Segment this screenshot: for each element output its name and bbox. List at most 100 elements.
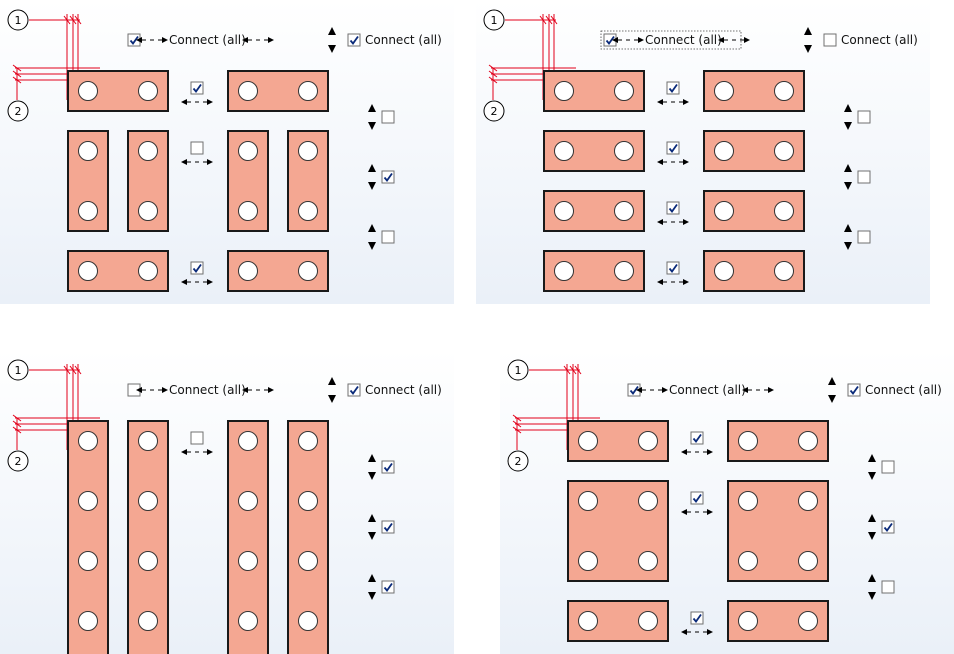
connect-checkbox[interactable] [381, 460, 395, 474]
checkbox-box[interactable] [381, 230, 395, 244]
checkbox-box[interactable] [881, 460, 895, 474]
checkbox-box[interactable] [347, 383, 361, 397]
connect-checkbox[interactable] [881, 580, 895, 594]
checkbox-box[interactable] [381, 520, 395, 534]
bolt-hole [638, 431, 658, 451]
vertical-connect-arrows-icon [844, 224, 852, 250]
checkbox-box[interactable] [690, 491, 704, 505]
grid-line [12, 70, 22, 78]
connect-checkbox[interactable] [600, 30, 742, 50]
connect-checkbox[interactable] [381, 580, 395, 594]
checkmark-icon [883, 522, 893, 532]
checkbox-box[interactable] [857, 110, 871, 124]
checkbox-box[interactable] [666, 261, 680, 275]
horizontal-connect-arrows-icon [657, 219, 689, 225]
connect-checkbox[interactable] [857, 230, 871, 244]
down-arrow-icon [844, 122, 852, 130]
bolt-hole [138, 491, 158, 511]
bolt-hole [798, 611, 818, 631]
connect-checkbox[interactable] [190, 81, 204, 95]
checkbox-box[interactable] [666, 141, 680, 155]
connect-checkbox[interactable] [690, 491, 704, 505]
bolt-hole [774, 81, 794, 101]
checkbox-box[interactable] [190, 141, 204, 155]
checkbox-box[interactable] [690, 611, 704, 625]
grid-line [69, 365, 77, 375]
right-arrow-icon [707, 629, 713, 635]
connect-checkbox[interactable] [881, 520, 895, 534]
horizontal-connect-arrows-icon [242, 37, 274, 43]
grid-marker-label: 2 [15, 455, 22, 468]
connect-checkbox[interactable] [666, 201, 680, 215]
horizontal-connect-arrows-icon [681, 509, 713, 515]
connect-checkbox[interactable] [627, 383, 641, 397]
grid-line [12, 64, 22, 72]
connect-checkbox[interactable] [666, 81, 680, 95]
grid-axes: 12 [7, 9, 100, 122]
connect-checkbox[interactable] [381, 170, 395, 184]
right-arrow-icon [768, 387, 774, 393]
left-arrow-icon [681, 629, 687, 635]
connect-checkbox[interactable] [690, 431, 704, 445]
up-arrow-icon [328, 27, 336, 35]
checkbox-box[interactable] [881, 520, 895, 534]
up-arrow-icon [868, 454, 876, 462]
checkbox-box[interactable] [381, 460, 395, 474]
checkbox-box[interactable] [381, 170, 395, 184]
checkbox-box[interactable] [190, 261, 204, 275]
steel-plate [567, 600, 669, 642]
checkbox-box[interactable] [347, 33, 361, 47]
connect-checkbox[interactable] [381, 230, 395, 244]
checkbox-box[interactable] [381, 580, 395, 594]
checkbox-box[interactable] [823, 33, 837, 47]
checkmark-icon [668, 143, 678, 153]
connect-checkbox[interactable] [381, 520, 395, 534]
connect-all-label: Connect (all) [645, 33, 722, 47]
connect-checkbox[interactable] [690, 611, 704, 625]
left-arrow-icon [657, 219, 663, 225]
bolt-hole [138, 261, 158, 281]
checkbox-box[interactable] [666, 81, 680, 95]
checkmark-icon [692, 493, 702, 503]
connect-checkbox[interactable] [857, 170, 871, 184]
right-arrow-icon [683, 219, 689, 225]
left-arrow-icon [136, 37, 142, 43]
connect-checkbox[interactable] [823, 33, 837, 47]
connect-checkbox[interactable] [127, 33, 141, 47]
checkbox-box[interactable] [881, 580, 895, 594]
connect-checkbox[interactable] [666, 261, 680, 275]
connect-checkbox[interactable] [881, 460, 895, 474]
bolt-hole [714, 141, 734, 161]
horizontal-connect-arrows-icon [181, 279, 213, 285]
connect-checkbox[interactable] [190, 141, 204, 155]
steel-plate [543, 130, 645, 172]
up-arrow-icon [804, 27, 812, 35]
checkbox-box[interactable] [690, 431, 704, 445]
checkbox-box[interactable] [847, 383, 861, 397]
bolt-hole [138, 81, 158, 101]
steel-plate [227, 250, 329, 292]
checkbox-box[interactable] [857, 230, 871, 244]
connect-checkbox[interactable] [857, 110, 871, 124]
down-arrow-icon [368, 592, 376, 600]
grid-marker-circle [7, 450, 29, 472]
connect-checkbox[interactable] [347, 33, 361, 47]
connect-checkbox[interactable] [190, 261, 204, 275]
horizontal-connect-arrows-icon [718, 37, 750, 43]
connect-checkbox[interactable] [190, 431, 204, 445]
grid-marker-2: 2 [507, 450, 529, 472]
checkbox-box[interactable] [190, 431, 204, 445]
bolt-hole [738, 431, 758, 451]
bolt-hole [614, 141, 634, 161]
connect-checkbox[interactable] [847, 383, 861, 397]
checkbox-box[interactable] [381, 110, 395, 124]
connect-checkbox[interactable] [381, 110, 395, 124]
checkbox-box[interactable] [190, 81, 204, 95]
connect-checkbox[interactable] [347, 383, 361, 397]
grid-marker-circle [7, 100, 29, 122]
checkbox-box[interactable] [857, 170, 871, 184]
connect-checkbox[interactable] [666, 141, 680, 155]
grid-marker-circle [507, 359, 529, 381]
checkbox-box[interactable] [666, 201, 680, 215]
